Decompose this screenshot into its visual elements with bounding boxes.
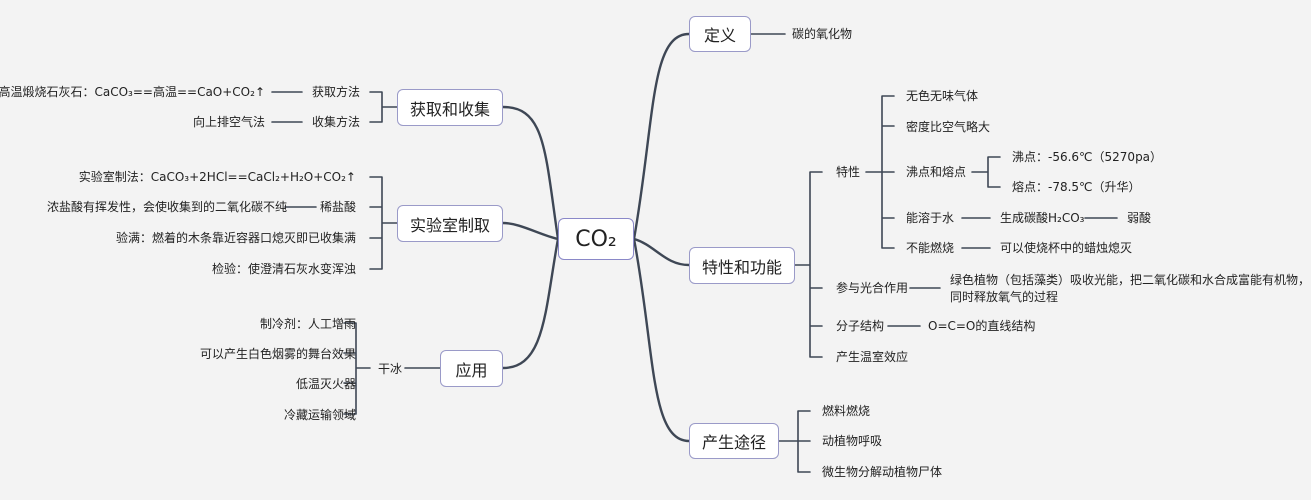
use-item: 冷藏运输领域 <box>283 408 356 422</box>
collect-method-label: 收集方法 <box>312 115 361 129</box>
lab-test: 检验：使澄清石灰水变浑浊 <box>211 262 356 276</box>
definition-item: 碳的氧化物 <box>792 27 853 41</box>
source-item: 燃料燃烧 <box>822 404 871 418</box>
weak-acid: 弱酸 <box>1127 211 1152 225</box>
connector-line <box>343 322 441 415</box>
connector-line <box>778 410 811 473</box>
lab-method: 实验室制法：CaCO₃+2HCl==CaCl₂+H₂O+CO₂↑ <box>78 170 356 184</box>
photosynthesis-line-1: 绿色植物（包括藻类）吸收光能，把二氧化碳和水合成富能有机物， <box>950 273 1311 287</box>
molecule-label: 分子结构 <box>836 319 885 333</box>
branch-properties[interactable]: 特性和功能 <box>689 247 795 284</box>
feature-label: 特性 <box>836 165 861 179</box>
connector-line <box>887 287 941 327</box>
lab-hcl: 稀盐酸 <box>319 200 356 214</box>
boiling-point: 沸点：-56.6℃（5270pa） <box>1012 150 1163 164</box>
connector-line <box>632 237 691 267</box>
dry-ice-label: 干冰 <box>378 362 403 376</box>
collect-method-detail: 向上排空气法 <box>192 115 265 129</box>
extinguish-candle: 可以使烧杯中的蜡烛熄灭 <box>1000 241 1133 255</box>
connector-line <box>369 176 398 270</box>
connector-line <box>632 237 691 443</box>
branch-use[interactable]: 应用 <box>440 350 503 387</box>
carbonic-acid: 生成碳酸H₂CO₃ <box>1000 211 1085 225</box>
feature-item: 沸点和熔点 <box>906 165 967 179</box>
connector-line <box>794 171 823 358</box>
feature-item: 密度比空气略大 <box>906 120 991 134</box>
feature-item: 无色无味气体 <box>906 89 979 103</box>
source-item: 动植物呼吸 <box>822 434 883 448</box>
connector-line <box>865 95 895 249</box>
source-item: 微生物分解动植物尸体 <box>822 465 943 479</box>
central-node[interactable]: CO₂ <box>558 218 634 260</box>
connector-line <box>369 91 398 123</box>
use-item: 低温灭火器 <box>295 377 356 391</box>
branch-definition[interactable]: 定义 <box>689 16 751 52</box>
connector-line <box>501 105 560 241</box>
connector-line <box>271 91 303 123</box>
lab-hcl-note: 浓盐酸有挥发性，会使收集到的二氧化碳不纯 <box>46 200 287 214</box>
greenhouse-label: 产生温室效应 <box>836 350 909 364</box>
use-item: 可以产生白色烟雾的舞台效果 <box>199 347 356 361</box>
feature-item: 不能燃烧 <box>906 241 955 255</box>
connector-line <box>961 217 1118 249</box>
photosynthesis-label: 参与光合作用 <box>836 281 909 295</box>
connector-line <box>971 156 1001 188</box>
lab-full-check: 验满：燃着的木条靠近容器口熄灭即已收集满 <box>115 231 356 245</box>
molecule-detail: O=C=O的直线结构 <box>928 319 1036 333</box>
connector-line <box>501 221 560 241</box>
acquire-method-label: 获取方法 <box>312 85 361 99</box>
use-item: 制冷剂：人工增雨 <box>259 317 356 331</box>
branch-lab[interactable]: 实验室制取 <box>397 205 503 242</box>
branch-source[interactable]: 产生途径 <box>689 423 779 459</box>
branch-acquire[interactable]: 获取和收集 <box>397 89 503 126</box>
melting-point: 熔点：-78.5℃（升华） <box>1012 180 1141 194</box>
connector-line <box>501 237 560 370</box>
photosynthesis-line-2: 同时释放氧气的过程 <box>950 290 1059 304</box>
acquire-method-detail: 高温煅烧石灰石：CaCO₃==高温==CaO+CO₂↑ <box>0 85 265 99</box>
feature-item: 能溶于水 <box>906 211 955 225</box>
connector-line <box>632 32 691 241</box>
